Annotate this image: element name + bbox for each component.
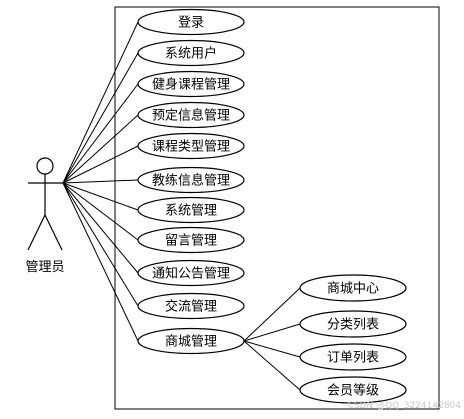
use-case-ellipse — [137, 259, 245, 287]
association-line-login — [62, 21, 139, 184]
use-case-communication-management[interactable]: 交流管理 — [137, 292, 245, 320]
association-line-communication-management — [62, 182, 139, 307]
use-case-ellipse — [137, 327, 245, 355]
watermark: CSDN @QQ_3224142804 — [348, 401, 462, 411]
use-case-course-type-management[interactable]: 课程类型管理 — [137, 132, 245, 160]
use-case-ellipse — [137, 226, 245, 254]
sub-case-ellipse — [299, 376, 407, 404]
association-line-course-type-management — [62, 145, 139, 184]
sub-case-label: 订单列表 — [327, 351, 379, 366]
sub-case-ellipse — [299, 310, 407, 338]
use-case-label: 课程类型管理 — [152, 140, 230, 155]
use-case-ellipse — [137, 70, 245, 98]
use-case-fitness-course-management[interactable]: 健身课程管理 — [137, 70, 245, 98]
use-case-mall-management[interactable]: 商城管理 — [137, 327, 245, 355]
sub-case-category-list[interactable]: 分类列表 — [299, 310, 407, 338]
sub-case-order-list[interactable]: 订单列表 — [299, 343, 407, 371]
sub-association-line-mall-center — [243, 287, 301, 342]
use-case-ellipse — [137, 166, 245, 194]
association-line-message-management — [62, 182, 139, 241]
use-case-ellipse — [137, 292, 245, 320]
association-line-booking-info-management — [62, 114, 139, 184]
sub-case-member-level[interactable]: 会员等级 — [299, 376, 407, 404]
use-case-system-users[interactable]: 系统用户 — [137, 39, 245, 67]
sub-case-ellipse — [299, 343, 407, 371]
association-line-system-management — [62, 182, 139, 211]
use-case-label: 预定信息管理 — [152, 108, 230, 124]
use-case-login[interactable]: 登录 — [137, 8, 245, 36]
use-case-label: 留言管理 — [165, 234, 217, 249]
use-cases: 登录系统用户健身课程管理预定信息管理课程类型管理教练信息管理系统管理留言管理通知… — [137, 8, 245, 355]
use-case-ellipse — [137, 101, 245, 129]
use-case-label: 商城管理 — [165, 335, 217, 350]
association-line-fitness-course-management — [62, 83, 139, 184]
use-case-ellipse — [137, 8, 245, 36]
sub-case-label: 商城中心 — [327, 282, 379, 297]
use-case-message-management[interactable]: 留言管理 — [137, 226, 245, 254]
use-case-label: 登录 — [178, 16, 204, 31]
actor-right-leg — [44, 214, 63, 251]
system-boundary — [114, 6, 440, 410]
association-line-notice-management — [62, 182, 139, 274]
actor-figure — [27, 157, 63, 251]
use-case-ellipse — [137, 196, 245, 224]
association-line-coach-info-management — [62, 179, 139, 184]
sub-case-label: 会员等级 — [327, 383, 379, 399]
sub-case-mall-center[interactable]: 商城中心 — [299, 274, 407, 302]
use-case-system-management[interactable]: 系统管理 — [137, 196, 245, 224]
sub-association-line-member-level — [243, 340, 301, 391]
use-case-coach-info-management[interactable]: 教练信息管理 — [137, 166, 245, 194]
association-line-system-users — [62, 52, 139, 184]
sub-case-label: 分类列表 — [327, 318, 379, 333]
use-case-ellipse — [137, 39, 245, 67]
actor-label: 管理员 — [25, 260, 64, 275]
use-case-label: 教练信息管理 — [152, 173, 230, 189]
use-case-label: 通知公告管理 — [152, 266, 230, 282]
sub-association-line-category-list — [243, 323, 301, 342]
use-case-label: 系统管理 — [165, 204, 217, 219]
use-case-label: 系统用户 — [165, 46, 217, 62]
sub-case-ellipse — [299, 274, 407, 302]
use-case-notice-management[interactable]: 通知公告管理 — [137, 259, 245, 287]
actor-left-leg — [27, 214, 46, 251]
use-case-label: 交流管理 — [165, 299, 217, 315]
use-case-booking-info-management[interactable]: 预定信息管理 — [137, 101, 245, 129]
use-case-ellipse — [137, 132, 245, 160]
sub-association-line-order-list — [243, 340, 301, 358]
association-line-mall-management — [62, 182, 139, 342]
actor-head — [36, 157, 54, 175]
association-lines — [62, 21, 301, 391]
use-case-label: 健身课程管理 — [152, 77, 230, 93]
